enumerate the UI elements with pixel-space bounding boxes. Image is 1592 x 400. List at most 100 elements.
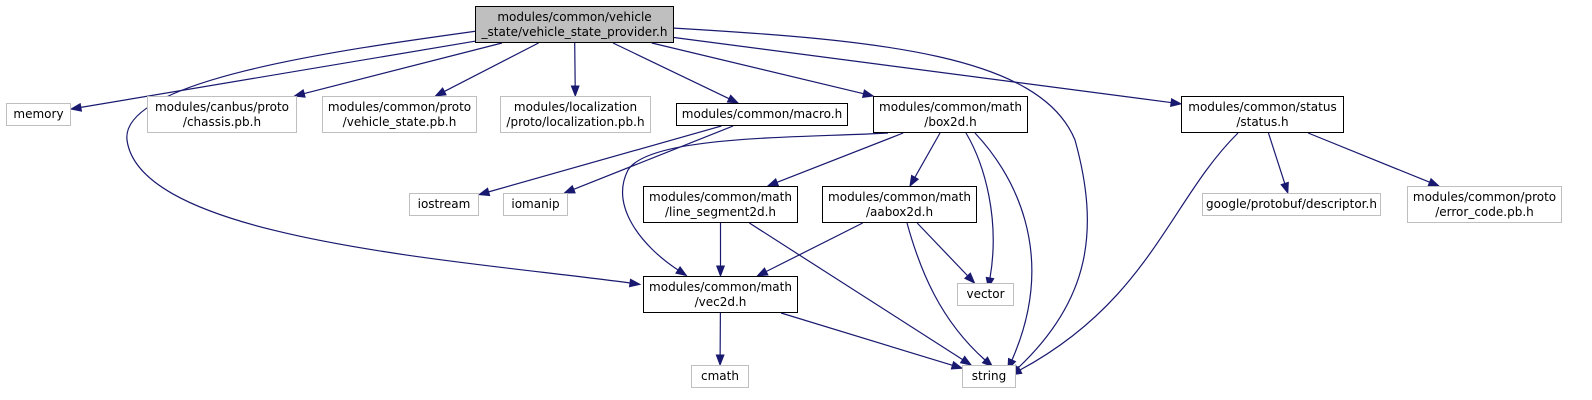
arrowhead [434,87,447,97]
edge-line [488,125,722,193]
edge-line [780,312,953,366]
edge-root-to-vec2d [126,30,642,288]
edge-line [914,132,941,178]
edge-aabox2d-to-vector [916,222,976,285]
node-label-line: modules/common/proto [1412,189,1557,204]
edge-line [1267,132,1286,184]
edge-line [444,42,539,92]
arrowhead [861,89,875,98]
arrowhead [1427,177,1441,187]
arrowhead [726,94,740,104]
node-memory[interactable]: memory [6,103,71,126]
edge-line [673,36,1172,104]
arrowhead [715,354,725,367]
node-error-code[interactable]: modules/common/proto/error_code.pb.h [1407,186,1562,223]
node-label-line: modules/canbus/proto [154,99,289,114]
node-aabox2d[interactable]: modules/common/math/aabox2d.h [822,186,977,223]
edge-line [916,222,969,277]
node-line-segment2d[interactable]: modules/common/math/line_segment2d.h [643,186,798,223]
edge-line_segment2d-to-string [749,222,973,366]
node-label-line: /chassis.pb.h [182,114,262,129]
node-label-line: /error_code.pb.h [1435,204,1534,219]
node-vector[interactable]: vector [957,283,1014,306]
edge-macro-to-iostream [477,125,722,197]
node-label-line: /aabox2d.h [865,204,934,219]
arrowhead [909,174,920,188]
arrowhead [766,177,780,187]
arrowhead [950,360,964,370]
edge-root-to-box2d [651,42,875,98]
node-status[interactable]: modules/common/status/status.h [1181,96,1344,133]
edge-root-to-vehicle_state_pb [434,42,539,97]
arrowhead [1170,97,1183,107]
node-box2d[interactable]: modules/common/math/box2d.h [873,96,1028,133]
node-label-line: google/protobuf/descriptor.h [1206,197,1377,211]
node-label-line: modules/localization [513,99,638,114]
arrowhead [756,267,769,277]
node-vec2d[interactable]: modules/common/math/vec2d.h [643,276,798,313]
node-cmath[interactable]: cmath [691,365,749,388]
arrowhead [963,272,976,285]
edge-line [671,27,1088,369]
node-label-line: /box2d.h [924,114,977,129]
node-label-line: vector [966,287,1005,301]
arrowhead [563,184,576,194]
node-chassis[interactable]: modules/canbus/proto/chassis.pb.h [147,96,297,133]
arrowhead [981,356,994,368]
edge-box2d-to-vec2d [622,132,889,277]
node-label-line: /vehicle_state.pb.h [342,114,457,129]
edge-root-to-memory [69,40,476,112]
edge-line [749,222,963,361]
edge-root-to-macro [612,42,740,104]
edge-line [765,222,863,273]
edge-root-to-status [673,36,1183,107]
edge-line [1019,132,1239,371]
node-label-line: iomanip [511,197,560,211]
node-label-line: iostream [417,197,471,211]
edge-line [1307,132,1430,183]
arrowhead [675,265,688,277]
edge-line [303,42,503,95]
edge-macro-to-iomanip [563,125,734,194]
edge-line_segment2d-to-vec2d [715,223,726,278]
node-label-line: modules/common/proto [327,99,472,114]
arrowhead [1280,181,1289,195]
edge-status-to-error_code [1307,132,1441,187]
node-label-line: modules/common/status [1188,99,1337,114]
node-string[interactable]: string [962,365,1016,388]
edge-line [974,132,1033,361]
arrowhead [570,85,580,98]
arrowhead [959,355,973,366]
node-label-line: /proto/localization.pb.h [506,114,645,129]
edge-aabox2d-to-string [906,222,994,368]
edge-line [622,132,889,271]
node-label-line: modules/common/math [828,189,971,204]
edge-line [80,40,476,108]
node-label-line: modules/common/math [649,279,792,294]
node-label-line: modules/common/vehicle [497,9,652,24]
node-iomanip[interactable]: iomanip [503,193,568,216]
edge-box2d-to-line_segment2d [766,132,904,187]
node-iostream[interactable]: iostream [409,193,479,216]
arrowhead [293,89,306,98]
node-macro[interactable]: modules/common/macro.h [676,103,848,126]
node-label-line: modules/common/math [649,189,792,204]
edge-box2d-to-aabox2d [909,132,941,188]
edge-line [776,132,904,183]
node-vehicle-state-pb[interactable]: modules/common/proto/vehicle_state.pb.h [322,96,477,133]
edge-line [573,125,734,190]
node-label-line: _state/vehicle_state_provider.h [481,24,668,39]
node-label-line: /vec2d.h [694,294,747,309]
node-label-line: modules/common/macro.h [681,107,843,121]
node-label-line: modules/common/math [879,99,1022,114]
edge-root-to-localization [570,42,580,98]
node-localization[interactable]: modules/localization/proto/localization.… [500,96,651,133]
node-label-line: memory [13,107,64,121]
edge-line [126,30,631,284]
node-descriptor[interactable]: google/protobuf/descriptor.h [1202,193,1381,216]
node-root[interactable]: modules/common/vehicle_state/vehicle_sta… [475,6,674,43]
node-label-line: /status.h [1236,114,1289,129]
edge-status-to-descriptor [1267,132,1289,195]
